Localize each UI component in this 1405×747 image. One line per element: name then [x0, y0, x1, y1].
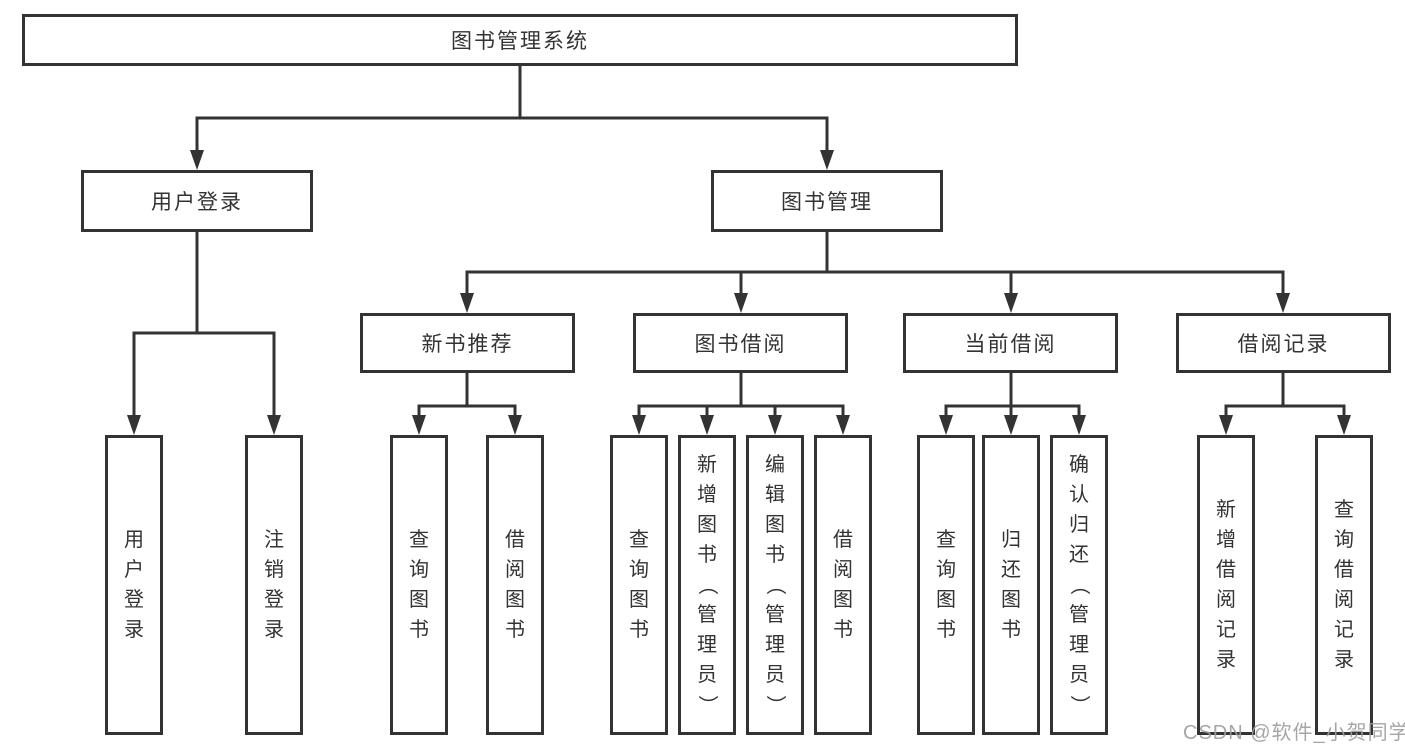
node-label: 编辑图书（管理员） [764, 454, 786, 715]
node-root: 图书管理系统 [22, 14, 1018, 66]
leaf-user-login: 用户登录 [105, 435, 163, 735]
node-label: 图书管理 [781, 191, 873, 214]
leaf-cb-query-books: 查询图书 [917, 435, 975, 735]
node-label: 注销登录 [264, 529, 284, 641]
node-label: 查询图书 [936, 529, 956, 641]
leaf-bb-borrow-books: 借阅图书 [814, 435, 872, 735]
node-label: 用户登录 [124, 529, 144, 641]
node-label: 借阅图书 [505, 529, 525, 641]
node-label: 新书推荐 [421, 333, 514, 356]
leaf-br-add-record: 新增借阅记录 [1197, 435, 1255, 735]
leaf-nbr-borrow-books: 借阅图书 [486, 435, 544, 735]
node-label: 确认归还（管理员） [1068, 454, 1090, 715]
node-label: 借阅记录 [1237, 333, 1330, 356]
node-current-borrowing: 当前借阅 [903, 313, 1118, 373]
node-label: 当前借阅 [964, 333, 1057, 356]
node-book-borrowing: 图书借阅 [633, 313, 848, 373]
leaf-nbr-query-books: 查询图书 [390, 435, 448, 735]
node-label: 新增图书（管理员） [696, 454, 718, 715]
node-label: 查询图书 [629, 529, 649, 641]
node-user-login: 用户登录 [81, 170, 313, 232]
leaf-bb-query-books: 查询图书 [610, 435, 668, 735]
leaf-bb-add-books-admin: 新增图书（管理员） [678, 435, 736, 735]
leaf-br-query-record: 查询借阅记录 [1315, 435, 1373, 735]
node-label: 查询借阅记录 [1334, 499, 1354, 671]
node-new-book-recommend: 新书推荐 [360, 313, 575, 373]
csdn-watermark: CSDN @软件_小贺同学 [1183, 722, 1405, 744]
node-borrowing-records: 借阅记录 [1176, 313, 1391, 373]
leaf-bb-edit-books-admin: 编辑图书（管理员） [746, 435, 804, 735]
node-label: 新增借阅记录 [1216, 499, 1236, 671]
node-label: 归还图书 [1001, 529, 1021, 641]
node-label: 查询图书 [409, 529, 429, 641]
node-label: 图书管理系统 [451, 30, 589, 53]
node-label: 用户登录 [151, 191, 243, 214]
node-book-management: 图书管理 [711, 170, 943, 232]
node-label: 借阅图书 [833, 529, 853, 641]
node-label: 图书借阅 [694, 333, 787, 356]
leaf-cb-return-books: 归还图书 [982, 435, 1040, 735]
leaf-cb-confirm-return-admin: 确认归还（管理员） [1050, 435, 1108, 735]
leaf-logout: 注销登录 [245, 435, 303, 735]
